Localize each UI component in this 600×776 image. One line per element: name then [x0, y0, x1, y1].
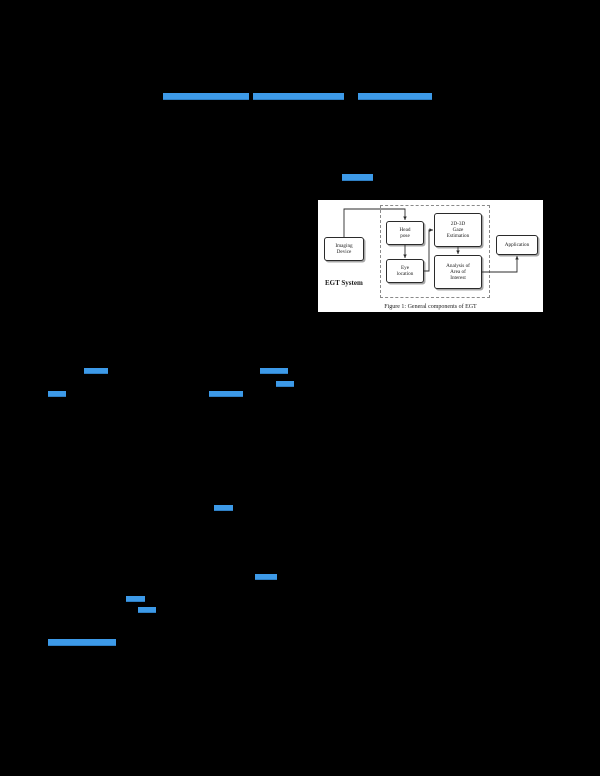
figure-caption: Figure 1: General components of EGT	[318, 303, 543, 312]
citation-link-7[interactable]	[255, 574, 277, 580]
citation-link-3[interactable]	[276, 381, 294, 387]
citation-link-9[interactable]	[138, 607, 156, 613]
citation-link-8[interactable]	[126, 596, 145, 602]
citation-link-6[interactable]	[214, 505, 233, 511]
figure-connectors	[343, 208, 519, 273]
citation-link-1[interactable]	[84, 368, 108, 374]
citation-link-5[interactable]	[209, 391, 243, 397]
reference-link-bottom[interactable]	[48, 639, 116, 646]
egt-system-dashed-boundary	[380, 205, 490, 298]
header-link-1[interactable]	[163, 93, 249, 100]
citation-link-2[interactable]	[260, 368, 288, 374]
figure-node-application: Application	[496, 235, 538, 255]
egt-system-label: EGT System	[325, 279, 363, 287]
header-link-3[interactable]	[358, 93, 432, 100]
citation-link-4[interactable]	[48, 391, 66, 397]
figure-ref-link[interactable]	[342, 174, 373, 181]
header-link-2[interactable]	[253, 93, 344, 100]
